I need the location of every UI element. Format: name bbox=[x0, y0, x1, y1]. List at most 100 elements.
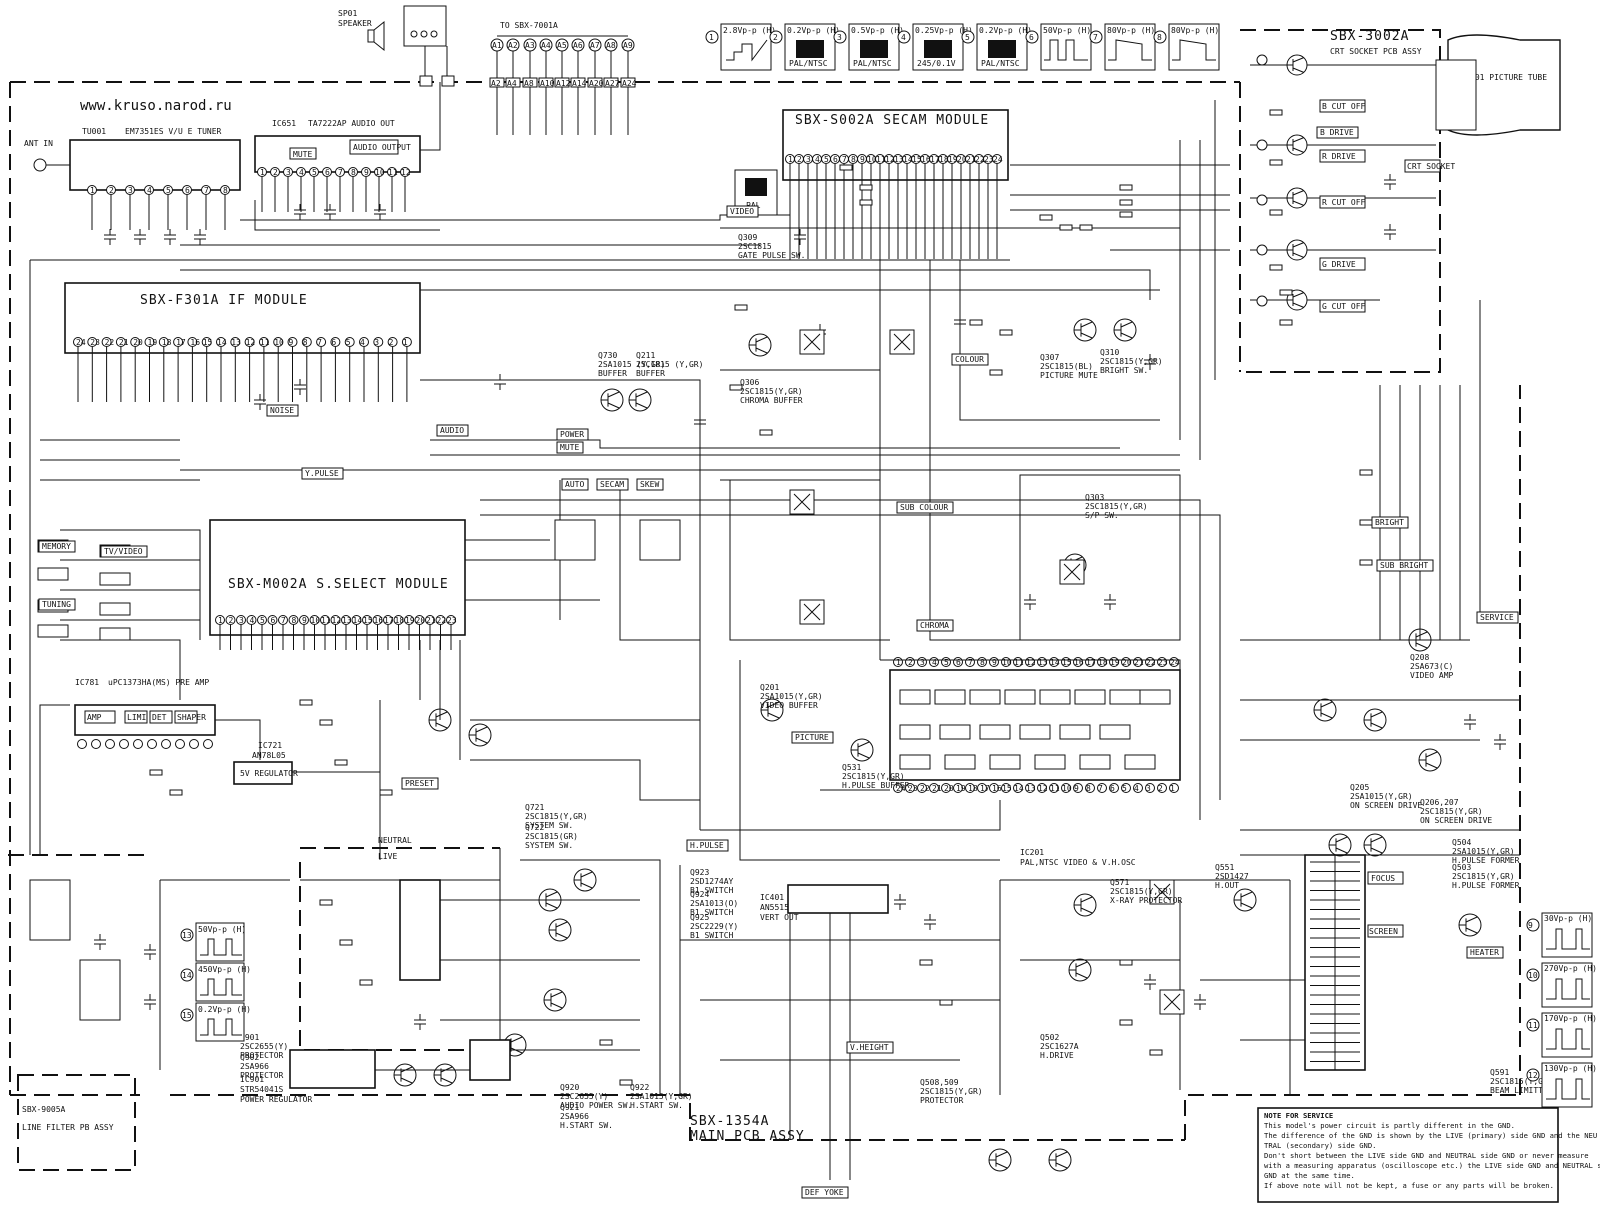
pin-number: 16 bbox=[921, 155, 931, 164]
ic-pin bbox=[330, 615, 341, 625]
transistor-ref: Q205 bbox=[1350, 783, 1369, 792]
transistor-type: 2SC1815(Y,GR) bbox=[1490, 1077, 1553, 1086]
capacitor bbox=[134, 234, 146, 240]
capacitor bbox=[374, 209, 386, 215]
wire bbox=[30, 245, 791, 261]
resistor bbox=[1359, 559, 1373, 566]
resistor bbox=[319, 719, 333, 726]
waveform-label: 0.2Vp-p (H) bbox=[198, 1005, 251, 1014]
transistor-leads bbox=[1074, 896, 1093, 914]
ic-pin bbox=[105, 739, 115, 749]
wire bbox=[240, 214, 790, 221]
waveform-frame bbox=[1541, 1012, 1593, 1058]
transistor-ref: Q921 bbox=[560, 1103, 579, 1112]
noise-label: NOISE bbox=[270, 406, 294, 415]
pin-number: 8 bbox=[292, 616, 297, 625]
connector-bottom-label: A8 bbox=[524, 79, 534, 88]
pin-number: 18 bbox=[395, 616, 405, 625]
ic-pin bbox=[361, 167, 371, 177]
pin-number: 7 bbox=[842, 155, 847, 164]
picture-tube-label: V01 PICTURE TUBE bbox=[1470, 73, 1547, 82]
ic-function-block bbox=[1074, 689, 1106, 705]
waveform-trace bbox=[1546, 978, 1590, 1000]
pin-number: 21 bbox=[932, 784, 942, 793]
ic-pin bbox=[1145, 783, 1155, 793]
ic-pin bbox=[201, 185, 211, 195]
ic-pin bbox=[359, 337, 369, 347]
transistor-ref: Q531 bbox=[842, 763, 861, 772]
wire bbox=[1019, 474, 1181, 641]
tuner-title: TU001 bbox=[82, 127, 106, 136]
resistor bbox=[1269, 209, 1283, 216]
ic-pin bbox=[387, 337, 398, 347]
ic-pin bbox=[320, 615, 330, 625]
transistor-note: SYSTEM SW. bbox=[525, 821, 573, 830]
transistor-type: 2SA1015(Y,GR) bbox=[1350, 792, 1413, 801]
waveform-block bbox=[860, 40, 888, 58]
waveform-label: 30Vp-p (H) bbox=[1544, 914, 1592, 923]
ic-pin bbox=[257, 615, 267, 625]
vert-ic-label: VERT OUT bbox=[760, 913, 799, 922]
transistor-type: 2SA1015(Y,GR) bbox=[1452, 847, 1515, 856]
capacitor bbox=[324, 209, 336, 215]
ic-pin bbox=[73, 337, 83, 347]
video-box bbox=[726, 205, 759, 218]
memory-label: MEMORY bbox=[42, 542, 71, 551]
transistor-leads bbox=[574, 871, 593, 889]
pin-number: 4 bbox=[250, 616, 255, 625]
pin-number: 5 bbox=[260, 616, 265, 625]
resistor bbox=[859, 199, 873, 206]
pin-number: 20 bbox=[957, 155, 967, 164]
resistor bbox=[1119, 211, 1133, 218]
ic-function-block bbox=[1079, 754, 1111, 770]
pin-number: 3 bbox=[374, 338, 379, 347]
pin-number: 20 bbox=[133, 338, 143, 347]
resistor bbox=[299, 699, 313, 706]
transistor-ref: Q208 bbox=[1410, 653, 1429, 662]
waveform-trace bbox=[1546, 1028, 1590, 1050]
transistor-type: 2SD1427 bbox=[1215, 872, 1249, 881]
wire bbox=[430, 439, 1120, 449]
ic-pin bbox=[236, 615, 246, 625]
switch bbox=[99, 602, 131, 616]
ic-pin bbox=[309, 615, 320, 625]
crt-board: SBX-3002A CRT SOCKET PCB ASSY V01 PICTUR… bbox=[1250, 29, 1561, 313]
pin-number: 12 bbox=[885, 155, 895, 164]
waveform-id: 13 bbox=[182, 931, 192, 940]
ic-pin bbox=[215, 615, 225, 625]
waveform-frame bbox=[1104, 23, 1156, 71]
pin-number: 5 bbox=[346, 338, 351, 347]
note-line: The difference of the GND is shown by th… bbox=[1264, 1131, 1597, 1140]
transistor-type: 2SC2655(Y) bbox=[240, 1042, 288, 1051]
crt-connector bbox=[1256, 139, 1268, 151]
pin-number: 4 bbox=[932, 658, 937, 667]
coil-mark bbox=[803, 333, 821, 351]
ic-pin bbox=[374, 167, 384, 177]
ic-pin bbox=[401, 337, 412, 347]
ic-pin bbox=[1037, 783, 1047, 793]
capacitor bbox=[144, 949, 156, 955]
pin-number: 13 bbox=[342, 616, 352, 625]
pin-number: 4 bbox=[147, 186, 152, 195]
waveform-trace bbox=[726, 39, 768, 62]
transistor-note: H.START SW. bbox=[560, 1121, 613, 1130]
ic-function-block bbox=[1099, 724, 1131, 740]
capacitor bbox=[1464, 719, 1476, 725]
pin-number: 8 bbox=[851, 155, 856, 164]
ic-pin bbox=[115, 337, 126, 347]
transistor-leads bbox=[539, 891, 558, 909]
waveform-trace bbox=[1546, 928, 1590, 950]
pin-number: 7 bbox=[968, 658, 973, 667]
capacitor bbox=[144, 999, 156, 1005]
auto-box bbox=[561, 478, 589, 491]
pin-number: 5 bbox=[944, 658, 949, 667]
power-ic-name: STR54041S bbox=[240, 1085, 284, 1094]
pin-number: 11 bbox=[388, 168, 398, 177]
pin-number: 17 bbox=[1086, 658, 1096, 667]
ic-pin bbox=[373, 337, 384, 347]
waveform-trace bbox=[200, 978, 242, 996]
connector-label: A5 bbox=[557, 41, 567, 50]
wire bbox=[470, 759, 700, 801]
ic-pin bbox=[133, 739, 143, 749]
service-label: SERVICE bbox=[1480, 613, 1514, 622]
